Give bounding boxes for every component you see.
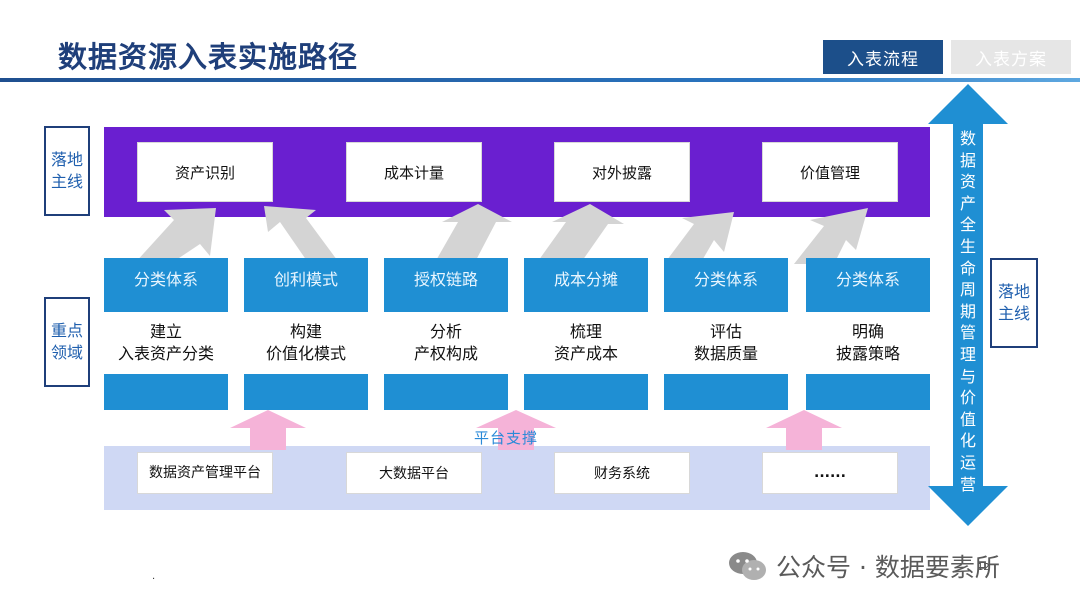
column-inner: 明确 披露策略 bbox=[806, 312, 930, 374]
column-inner: 建立 入表资产分类 bbox=[104, 312, 228, 374]
column-line2: 价值化模式 bbox=[265, 344, 346, 363]
pink-arrows bbox=[230, 410, 842, 450]
gray-arrow-1 bbox=[134, 208, 216, 264]
column-inner: 分析 产权构成 bbox=[384, 312, 508, 374]
column-head: 授权链路 bbox=[384, 258, 508, 298]
gray-arrows bbox=[134, 204, 868, 264]
column-head: 分类体系 bbox=[806, 258, 930, 298]
column-line1: 构建 bbox=[289, 322, 322, 341]
column-line2: 资产成本 bbox=[553, 344, 618, 363]
tab-process[interactable]: 入表流程 bbox=[823, 40, 943, 74]
column-head: 创利模式 bbox=[244, 258, 368, 298]
platform-box-more: ...... bbox=[762, 452, 898, 494]
watermark: 公众号 · 数据要素所 bbox=[728, 548, 1000, 584]
pink-arrow-1 bbox=[230, 410, 306, 450]
right-label-main-line: 落地主线 bbox=[990, 258, 1038, 348]
platform-support-label: 平台支撑 bbox=[474, 429, 539, 447]
top-box-value-manage: 价值管理 bbox=[762, 142, 898, 202]
tab-plan[interactable]: 入表方案 bbox=[951, 40, 1071, 74]
gray-arrow-4 bbox=[536, 204, 624, 264]
column-line1: 明确 bbox=[851, 322, 884, 341]
footer-dot: . bbox=[152, 571, 156, 582]
column-inner: 构建 价值化模式 bbox=[244, 312, 368, 374]
column-line2: 披露策略 bbox=[835, 344, 900, 363]
left-label-main-line-text: 落地主线 bbox=[50, 150, 83, 191]
watermark-text: 公众号 · 数据要素所 bbox=[776, 553, 1000, 582]
column-head: 分类体系 bbox=[104, 258, 228, 298]
platform-box-finance: 财务系统 bbox=[554, 452, 690, 494]
top-box-disclosure: 对外披露 bbox=[554, 142, 690, 202]
column-inner: 评估 数据质量 bbox=[664, 312, 788, 374]
column-head: 成本分摊 bbox=[524, 258, 648, 298]
wechat-icon bbox=[729, 552, 766, 580]
platform-box-bigdata: 大数据平台 bbox=[346, 452, 482, 494]
gray-arrow-3 bbox=[434, 204, 512, 264]
column-line2: 入表资产分类 bbox=[117, 344, 214, 363]
right-label-main-line-text: 落地主线 bbox=[997, 282, 1030, 323]
left-label-key-areas-text: 重点领域 bbox=[50, 321, 83, 362]
column-line1: 梳理 bbox=[569, 322, 602, 341]
vertical-double-arrow bbox=[928, 84, 1008, 526]
platform-box-asset-mgmt: 数据资产管理平台 bbox=[137, 452, 273, 494]
left-label-main-line: 落地主线 bbox=[44, 126, 90, 216]
page-title: 数据资源入表实施路径 bbox=[58, 40, 359, 74]
title-underline bbox=[0, 78, 1080, 82]
gray-arrow-5 bbox=[664, 212, 734, 264]
column-head: 分类体系 bbox=[664, 258, 788, 298]
column-line1: 评估 bbox=[709, 322, 742, 341]
gray-arrow-2 bbox=[264, 206, 340, 264]
vertical-arrow-text: 数据资产全生命周期管理与价值化运营 bbox=[959, 129, 976, 494]
top-box-asset-identify: 资产识别 bbox=[137, 142, 273, 202]
top-box-cost-measure: 成本计量 bbox=[346, 142, 482, 202]
gray-arrow-6 bbox=[794, 208, 868, 264]
column-line1: 分析 bbox=[429, 322, 462, 341]
column-line2: 数据质量 bbox=[693, 344, 758, 363]
pink-arrow-3 bbox=[766, 410, 842, 450]
left-label-key-areas: 重点领域 bbox=[44, 297, 90, 387]
pink-arrow-2 bbox=[476, 410, 556, 450]
column-line1: 建立 bbox=[149, 322, 182, 341]
column-inner: 梳理 资产成本 bbox=[524, 312, 648, 374]
column-line2: 产权构成 bbox=[413, 344, 478, 363]
page-number: 12 bbox=[977, 562, 990, 573]
